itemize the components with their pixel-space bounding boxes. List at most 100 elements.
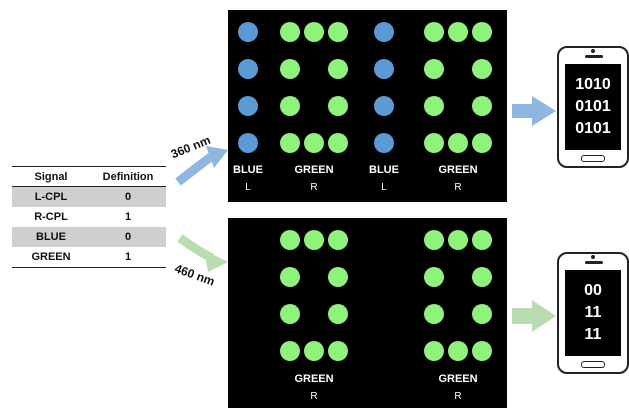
blue-curved-arrow — [175, 152, 215, 186]
green-dot — [304, 22, 324, 42]
green-dot — [328, 341, 348, 361]
panel-bottom-label-2: GREEN — [438, 373, 478, 385]
top-pattern-panel: BLUE GREEN BLUE GREEN L R L R — [228, 10, 507, 202]
green-dot — [280, 304, 300, 324]
phone-top-line: 0101 — [575, 120, 611, 137]
panel-top-label-3: BLUE — [369, 164, 399, 176]
green-dot — [424, 267, 444, 287]
green-dot — [472, 133, 492, 153]
blue-dot — [238, 96, 258, 116]
blue-dot — [374, 96, 394, 116]
panel-top-sub-2: R — [310, 182, 318, 193]
blue-dot — [374, 133, 394, 153]
green-dot — [472, 96, 492, 116]
green-dot — [328, 230, 348, 250]
panel-top-label-1: BLUE — [233, 164, 263, 176]
green-dot — [448, 341, 468, 361]
green-dot — [328, 267, 348, 287]
panel-bottom-sub-1: R — [310, 391, 318, 402]
green-dot — [280, 230, 300, 250]
camera-icon — [591, 255, 595, 259]
phone-top: 1010 0101 0101 — [557, 46, 629, 168]
green-dot — [328, 22, 348, 42]
blue-dot — [374, 59, 394, 79]
blue-dot — [238, 133, 258, 153]
green-dot — [424, 59, 444, 79]
green-dot — [304, 230, 324, 250]
definition-cell: 0 — [124, 231, 132, 243]
green-dot — [328, 96, 348, 116]
home-button-icon — [581, 155, 605, 162]
blue-dot — [238, 59, 258, 79]
table-row: BLUE 0 — [12, 227, 166, 247]
speaker-icon — [585, 55, 603, 58]
green-dot — [472, 341, 492, 361]
green-dot — [280, 133, 300, 153]
signal-cell: R-CPL — [34, 211, 68, 223]
definition-cell: 1 — [124, 251, 132, 263]
green-dot — [280, 96, 300, 116]
phone-bottom-line: 00 — [584, 282, 602, 299]
signal-cell: L-CPL — [34, 191, 68, 203]
green-dot — [424, 341, 444, 361]
phone-bottom-line: 11 — [584, 326, 602, 343]
bottom-pattern-panel: GREEN GREEN R R — [228, 218, 507, 408]
green-dot — [472, 22, 492, 42]
panel-top-sub-1: L — [245, 182, 251, 193]
phone-bottom: 00 11 11 — [557, 252, 629, 374]
green-arrow-head — [204, 250, 228, 272]
speaker-icon — [585, 261, 603, 264]
green-dot — [280, 267, 300, 287]
table-row: R-CPL 1 — [12, 207, 166, 227]
green-dot — [448, 230, 468, 250]
green-dot — [424, 230, 444, 250]
panel-top-sub-3: L — [381, 182, 387, 193]
home-button-icon — [581, 361, 605, 368]
panel-bottom-label-1: GREEN — [294, 373, 334, 385]
green-dot — [424, 304, 444, 324]
green-dot — [328, 59, 348, 79]
phone-bottom-screen: 00 11 11 — [565, 270, 621, 356]
header-signal: Signal — [34, 170, 68, 183]
green-dot — [472, 59, 492, 79]
table-row: GREEN 1 — [12, 247, 166, 268]
green-dot — [328, 133, 348, 153]
green-dot — [472, 304, 492, 324]
panel-top-sub-4: R — [454, 182, 462, 193]
blue-arrow-head — [206, 146, 228, 168]
definition-cell: 1 — [124, 211, 132, 223]
phone-top-line: 1010 — [575, 76, 611, 93]
green-dot — [448, 22, 468, 42]
panel-top-label-2: GREEN — [294, 164, 334, 176]
blue-dot — [374, 22, 394, 42]
phone-top-line: 0101 — [575, 98, 611, 115]
camera-icon — [591, 49, 595, 53]
green-dot — [304, 133, 324, 153]
green-dot — [280, 22, 300, 42]
signal-cell: GREEN — [31, 251, 71, 263]
green-dot — [472, 267, 492, 287]
green-dot — [280, 341, 300, 361]
green-dot — [424, 96, 444, 116]
signal-cell: BLUE — [36, 231, 66, 243]
green-right-arrow — [512, 300, 556, 332]
definition-table: Signal Definition L-CPL 0 R-CPL 1 BLUE 0… — [12, 166, 166, 268]
green-dot — [280, 59, 300, 79]
blue-dot — [238, 22, 258, 42]
blue-right-arrow — [512, 96, 556, 126]
panel-top-label-4: GREEN — [438, 164, 478, 176]
green-dot — [424, 133, 444, 153]
table-header-row: Signal Definition — [12, 166, 166, 187]
table-row: L-CPL 0 — [12, 187, 166, 207]
phone-top-screen: 1010 0101 0101 — [565, 64, 621, 150]
phone-bottom-line: 11 — [584, 304, 602, 321]
definition-cell: 0 — [124, 191, 132, 203]
green-dot — [448, 133, 468, 153]
header-definition: Definition — [102, 170, 154, 183]
green-dot — [424, 22, 444, 42]
green-dot — [304, 341, 324, 361]
panel-bottom-sub-2: R — [454, 391, 462, 402]
green-dot — [328, 304, 348, 324]
green-dot — [472, 230, 492, 250]
